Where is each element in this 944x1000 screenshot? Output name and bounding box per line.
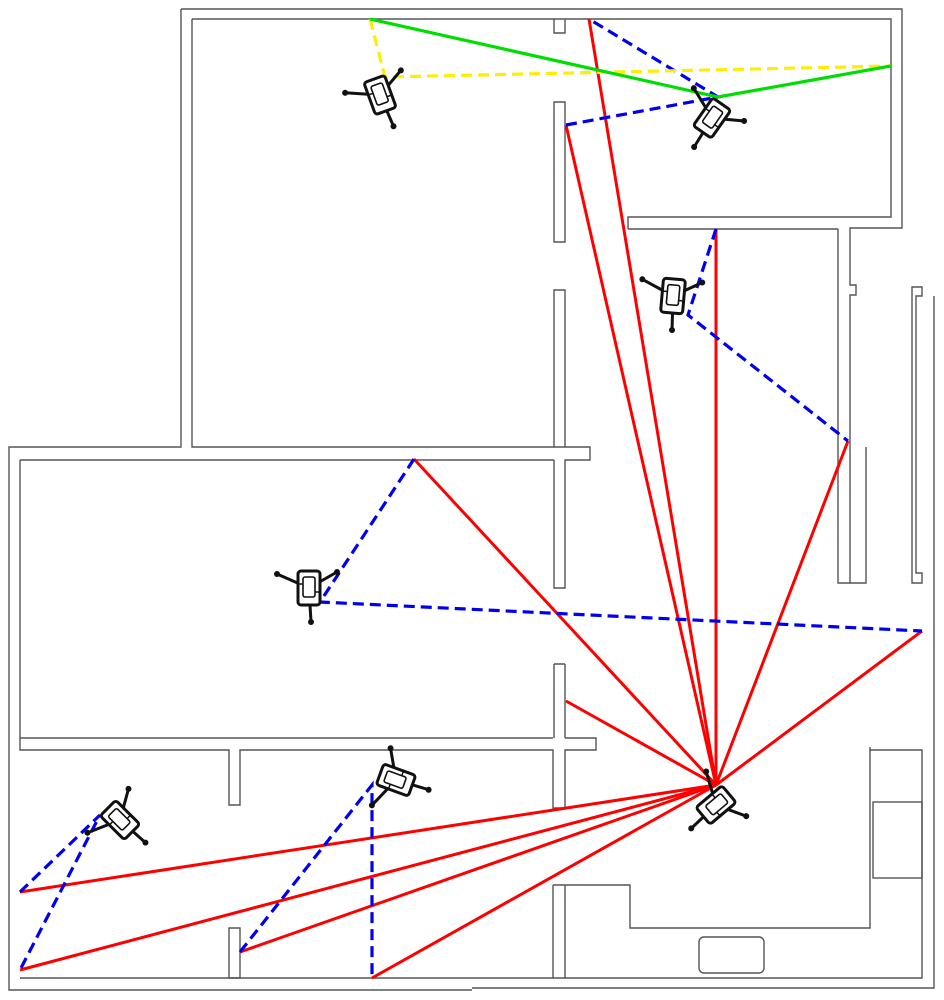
partition-upper-center xyxy=(553,19,591,589)
red-ray xyxy=(19,783,717,972)
exterior-wall-bottom-inner xyxy=(20,747,923,979)
corridor-walls xyxy=(628,228,850,584)
tripod-mounted-scanner-icon xyxy=(663,764,752,855)
exterior-wall-upper-inner xyxy=(191,18,892,448)
green-ray xyxy=(369,17,892,99)
red-ray xyxy=(412,457,718,787)
fixture-sink xyxy=(698,936,765,974)
red-ray xyxy=(587,18,718,786)
partition-lower-left xyxy=(228,927,241,979)
tripod-mounted-scanner-icon xyxy=(633,272,708,338)
red-ray xyxy=(19,783,717,894)
blue-ray xyxy=(18,813,102,971)
exterior-wall-right xyxy=(472,286,935,989)
red-ray xyxy=(564,124,718,786)
fixture-bathtub xyxy=(872,801,923,879)
line-of-sight-rays xyxy=(18,17,923,980)
red-ray xyxy=(715,629,923,787)
partition-lower-right xyxy=(552,750,871,978)
blue-ray xyxy=(686,228,849,443)
tripod-mounted-scanner-icon xyxy=(272,567,342,627)
walls xyxy=(8,8,935,991)
partition-middle xyxy=(19,663,597,809)
tripod-mounted-scanner-icon xyxy=(364,742,443,828)
exterior-wall-left xyxy=(8,9,554,991)
exterior-wall-outer xyxy=(181,8,903,584)
blue-ray xyxy=(238,780,374,978)
red-ray xyxy=(371,783,717,980)
yellow-ray xyxy=(368,18,892,79)
red-ray xyxy=(714,440,850,786)
red-ray xyxy=(565,699,717,787)
tripod-mounted-scanner-icon xyxy=(339,65,424,144)
red-ray xyxy=(239,783,717,954)
